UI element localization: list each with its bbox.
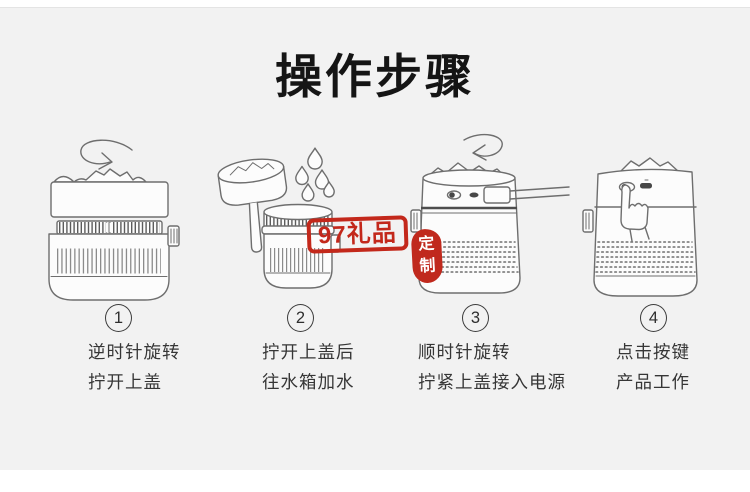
thread-ring xyxy=(56,220,163,235)
step1-caption-line1: 逆时针旋转 xyxy=(88,342,181,362)
watermark-seal-stamp: 定 制 xyxy=(410,228,444,284)
water-drops-icon xyxy=(296,148,334,201)
step2-caption: 拧开上盖后 往水箱加水 xyxy=(262,337,355,397)
assembled-device xyxy=(582,157,698,297)
side-tab xyxy=(582,209,594,233)
step3-caption-line1: 顺时针旋转 xyxy=(418,342,511,362)
step1-caption: 逆时针旋转 拧开上盖 xyxy=(88,337,181,397)
side-tab xyxy=(330,234,341,253)
step4-press-button-illustration xyxy=(582,157,698,297)
open-water-tank xyxy=(261,203,341,289)
step1-unscrew-lid-illustration xyxy=(48,139,180,301)
step4-caption-line2: 产品工作 xyxy=(616,372,690,392)
step2-caption-line2: 往水箱加水 xyxy=(262,372,355,392)
step3-caption: 顺时针旋转 拧紧上盖接入电源 xyxy=(418,337,566,397)
step4-caption: 点击按键 产品工作 xyxy=(616,337,690,397)
side-tab xyxy=(410,209,422,233)
speaker-dot-texture xyxy=(595,241,696,273)
step2-add-water-illustration xyxy=(217,131,341,289)
step2-number-badge: 2 xyxy=(287,304,314,332)
step3-number-badge: 3 xyxy=(462,304,489,332)
watermark-brand-stamp: 97礼品 xyxy=(306,215,409,254)
removed-lid-with-wick xyxy=(217,158,288,253)
charge-port-icon xyxy=(640,179,652,189)
step3-caption-line2: 拧紧上盖接入电源 xyxy=(418,372,566,392)
step1-number-badge: 1 xyxy=(105,304,132,332)
tank-body xyxy=(48,225,180,301)
usb-port xyxy=(469,192,479,198)
pressing-hand-icon xyxy=(620,184,650,242)
seal-char-bottom: 制 xyxy=(419,257,436,276)
rotate-clockwise-arrow-icon xyxy=(463,133,503,161)
page-title: 操作步骤 xyxy=(275,52,475,104)
seal-char-top: 定 xyxy=(417,236,435,254)
usb-cable-plug xyxy=(483,186,570,204)
mountain-lid-icon xyxy=(50,168,169,218)
wick-stem xyxy=(248,201,263,253)
step4-number-badge: 4 xyxy=(640,304,667,332)
step1-caption-line2: 拧开上盖 xyxy=(88,372,162,392)
step2-caption-line1: 拧开上盖后 xyxy=(262,342,355,362)
step4-caption-line1: 点击按键 xyxy=(616,342,690,362)
rotate-counterclockwise-arrow-icon xyxy=(80,139,133,170)
